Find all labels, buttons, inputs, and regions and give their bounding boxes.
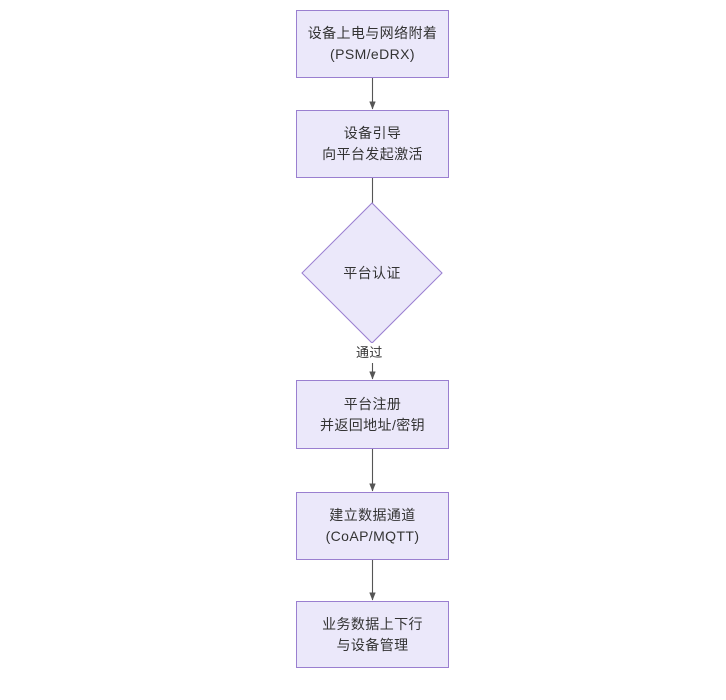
node-label-line1: 业务数据上下行: [322, 615, 423, 632]
node-label-line2: (PSM/eDRX): [330, 46, 415, 62]
node-platform-register[interactable]: 平台注册 并返回地址/密钥: [296, 380, 449, 449]
node-device-power-on[interactable]: 设备上电与网络附着 (PSM/eDRX): [296, 10, 449, 78]
node-label-line2: 向平台发起激活: [322, 146, 423, 162]
node-label-line1: 平台注册: [343, 395, 402, 412]
node-establish-data-channel[interactable]: 建立数据通道 (CoAP/MQTT): [296, 492, 449, 560]
edge-label-pass: 通过: [353, 343, 386, 363]
node-label-line2: 并返回地址/密钥: [319, 416, 426, 433]
node-label-line1: 设备引导: [343, 125, 402, 141]
node-business-data-and-device-management[interactable]: 业务数据上下行 与设备管理: [296, 601, 449, 668]
node-platform-auth-label: 平台认证: [343, 265, 401, 281]
node-label-line2: 与设备管理: [336, 636, 409, 653]
node-label-line2: (CoAP/MQTT): [325, 528, 420, 544]
node-device-bootstrap[interactable]: 设备引导 向平台发起激活: [296, 110, 449, 178]
node-label-line1: 设备上电与网络附着: [307, 25, 438, 41]
node-label-line1: 建立数据通道: [329, 507, 416, 523]
